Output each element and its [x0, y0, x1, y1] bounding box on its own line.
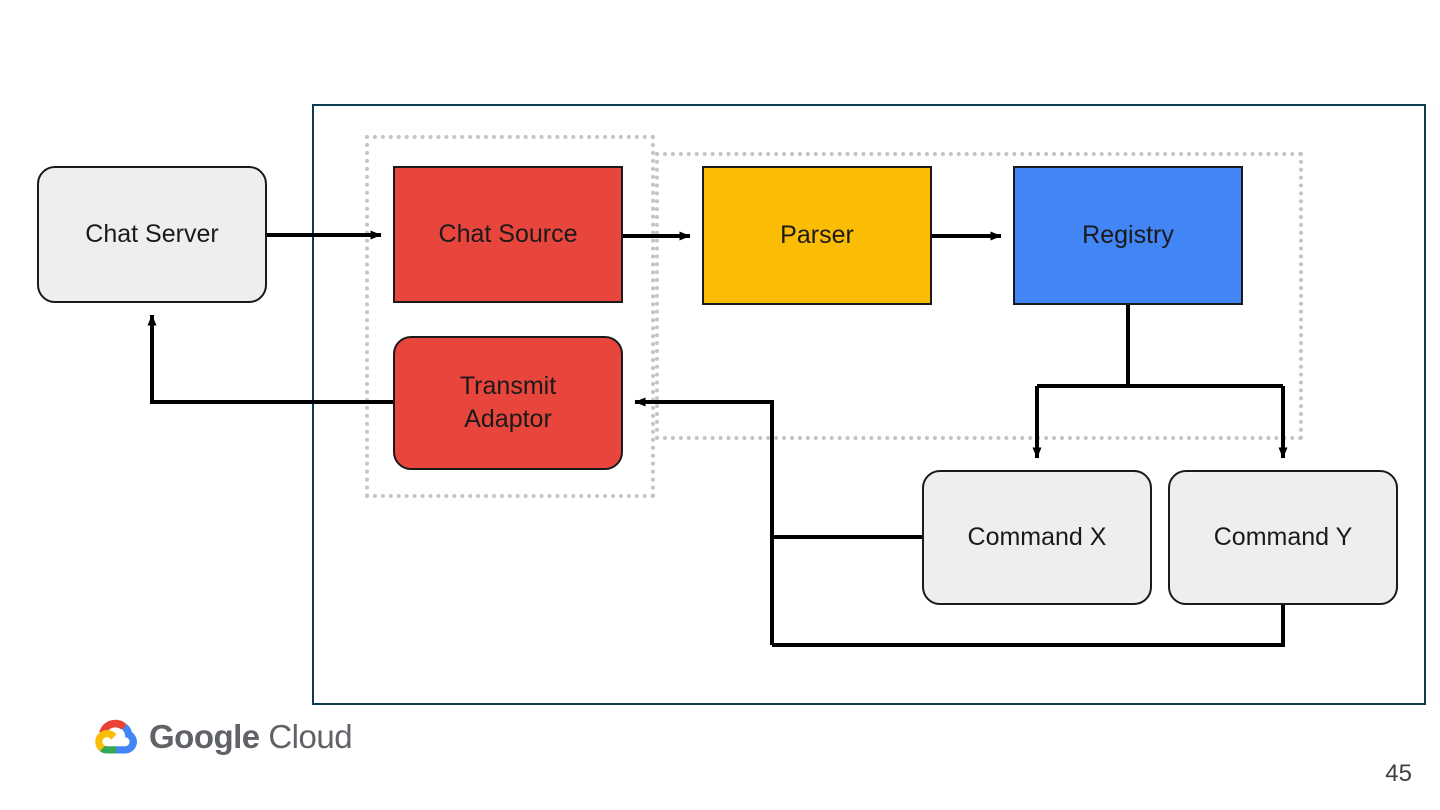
google-cloud-wordmark: Google Cloud — [149, 718, 353, 756]
node-chat-source[interactable]: Chat Source — [393, 166, 623, 303]
node-transmit-adaptor-label-line1: Transmit — [459, 372, 557, 400]
node-transmit-adaptor[interactable]: Transmit Adaptor — [393, 336, 623, 470]
google-cloud-logo-icon — [95, 719, 137, 754]
node-parser[interactable]: Parser — [702, 166, 932, 305]
node-parser-label: Parser — [780, 221, 854, 249]
brand-name-cloud: Cloud — [268, 718, 353, 755]
page-number: 45 — [1385, 760, 1412, 787]
google-cloud-brand: Google Cloud — [95, 718, 353, 756]
node-command-y-label: Command Y — [1213, 523, 1353, 551]
node-transmit-adaptor-label-line2: Adaptor — [464, 405, 552, 433]
node-chat-server-label: Chat Server — [85, 220, 219, 248]
outer-system-boundary — [312, 104, 1426, 705]
node-transmit-adaptor-label: Transmit Adaptor — [460, 370, 556, 436]
node-command-x[interactable]: Command X — [922, 470, 1152, 605]
node-registry[interactable]: Registry — [1013, 166, 1243, 305]
node-command-x-label: Command X — [967, 523, 1107, 551]
dotted-group-pipeline — [655, 152, 1303, 440]
node-chat-server[interactable]: Chat Server — [37, 166, 267, 303]
node-command-y[interactable]: Command Y — [1168, 470, 1398, 605]
brand-name-google: Google — [149, 718, 260, 755]
node-registry-label: Registry — [1082, 221, 1174, 249]
node-chat-source-label: Chat Source — [438, 220, 578, 248]
